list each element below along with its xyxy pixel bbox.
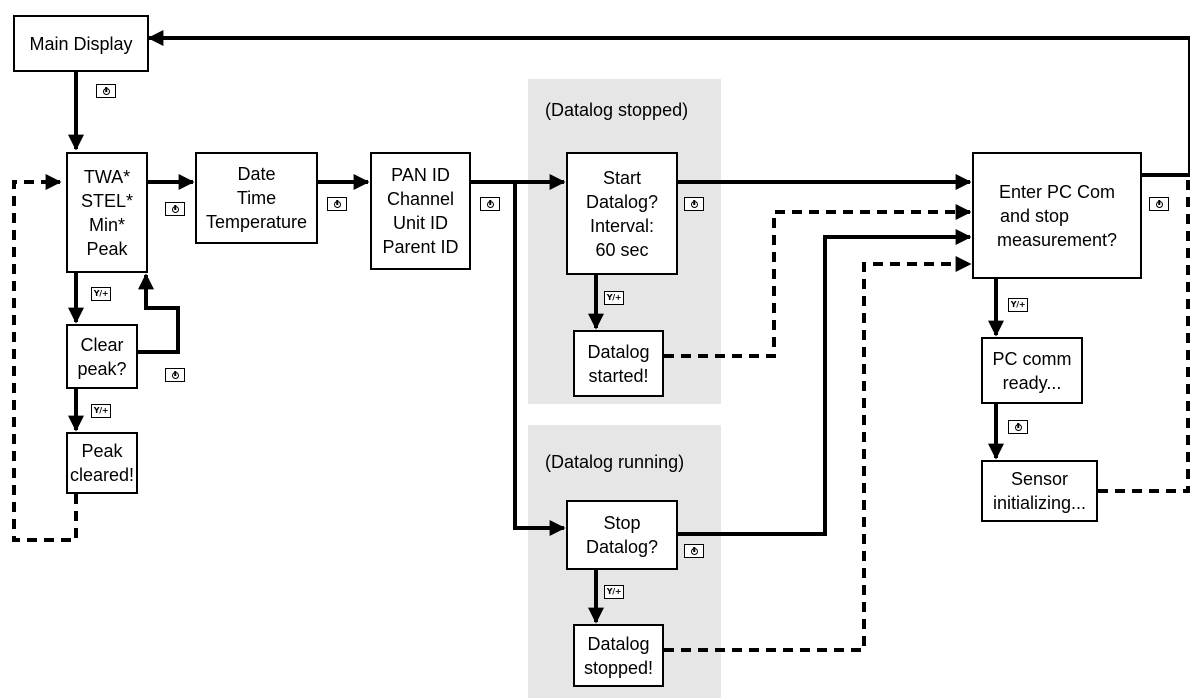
power-button-icon — [1008, 420, 1028, 434]
datalog-started-label-1: Datalog — [587, 341, 650, 362]
pc-comm-label-2: ready... — [1002, 372, 1062, 393]
start-datalog-box: Start Datalog? Interval: 60 sec — [566, 152, 678, 275]
dashed-started-to-enterpc — [664, 204, 972, 358]
temperature-label: Temperature — [205, 212, 308, 232]
sensor-initializing-box: Sensor initializing... — [981, 460, 1098, 522]
sensor-label-2: initializing... — [992, 493, 1087, 513]
yes-button-label: Y/+ — [606, 293, 622, 302]
peak-cleared-label-1: Peak — [81, 441, 123, 461]
clear-peak-label-2: peak? — [77, 358, 127, 379]
datalog-stopped-label-2: stopped! — [583, 657, 654, 678]
datalog-question-label: Datalog? — [585, 191, 659, 212]
stop-label: Stop — [603, 513, 641, 533]
power-button-icon — [165, 202, 185, 216]
yes-button-icon: Y/+ — [604, 585, 624, 599]
dashed-stopped-to-enterpc — [664, 256, 972, 652]
power-button-icon — [327, 197, 347, 211]
date-time-temperature-box: Date Time Temperature — [195, 152, 318, 244]
start-label: Start — [602, 167, 641, 188]
pan-id-label: PAN ID — [391, 165, 450, 185]
stop-datalog-question-label: Datalog? — [585, 537, 659, 557]
parent-id-label: Parent ID — [382, 237, 459, 257]
datalog-started-box: Datalog started! — [573, 330, 664, 397]
date-label: Date — [237, 164, 276, 184]
sensor-label-1: Sensor — [1010, 469, 1069, 489]
peak-label: Peak — [86, 238, 128, 259]
pan-channel-unit-parent-box: PAN ID Channel Unit ID Parent ID — [370, 152, 471, 270]
power-button-icon — [480, 197, 500, 211]
pc-comm-label-1: PC comm — [992, 348, 1072, 369]
yes-button-label: Y/+ — [93, 289, 109, 298]
dashed-peakcleared-to-twa — [12, 174, 78, 542]
enter-pc-label-3: measurement? — [996, 229, 1118, 250]
peak-cleared-box: Peak cleared! — [66, 432, 138, 494]
power-button-icon — [684, 197, 704, 211]
datalog-started-label-2: started! — [588, 365, 649, 386]
power-button-icon — [684, 544, 704, 558]
yes-button-icon: Y/+ — [91, 404, 111, 418]
enter-pc-com-box: Enter PC Com and stop measurement? — [972, 152, 1142, 279]
twa-stel-min-peak-box: TWA* STEL* Min* Peak — [66, 152, 148, 273]
yes-button-label: Y/+ — [606, 587, 622, 596]
arrow-stop-to-enterpc — [678, 229, 972, 536]
unit-id-label: Unit ID — [392, 213, 448, 233]
power-button-icon — [165, 368, 185, 382]
arrow-clearpeak-back-to-twa — [138, 273, 180, 354]
stop-datalog-box: Stop Datalog? — [566, 500, 678, 570]
peak-cleared-label-2: cleared! — [69, 465, 135, 485]
enter-pc-label-2: and stop — [1000, 205, 1070, 226]
stel-label: STEL* — [80, 190, 134, 211]
dashed-sensor-to-enterpc-return — [1098, 175, 1190, 493]
datalog-running-caption: (Datalog running) — [545, 452, 685, 472]
yes-button-icon: Y/+ — [1008, 298, 1028, 312]
power-button-icon — [96, 84, 116, 98]
time-label: Time — [236, 188, 277, 208]
datalog-stopped-box: Datalog stopped! — [573, 624, 664, 687]
interval-label: Interval: — [589, 215, 655, 236]
pc-comm-ready-box: PC comm ready... — [981, 337, 1083, 404]
min-label: Min* — [88, 214, 125, 235]
power-button-icon — [1149, 197, 1169, 211]
enter-pc-label-1: Enter PC Com — [998, 181, 1116, 202]
twa-label: TWA* — [83, 166, 131, 187]
yes-button-icon: Y/+ — [604, 291, 624, 305]
datalog-stopped-caption: (Datalog stopped) — [545, 100, 689, 120]
clear-peak-label-1: Clear — [80, 334, 124, 355]
channel-label: Channel — [386, 189, 455, 209]
datalog-stopped-label-1: Datalog — [587, 633, 650, 654]
interval-value: 60 sec — [595, 239, 649, 260]
arrow-pan-to-stop — [513, 182, 566, 536]
main-display-label: Main Display — [29, 33, 133, 54]
clear-peak-box: Clear peak? — [66, 324, 138, 389]
main-display-box: Main Display — [13, 15, 149, 72]
yes-button-icon: Y/+ — [91, 287, 111, 301]
yes-button-label: Y/+ — [1010, 300, 1026, 309]
yes-button-label: Y/+ — [93, 406, 109, 415]
